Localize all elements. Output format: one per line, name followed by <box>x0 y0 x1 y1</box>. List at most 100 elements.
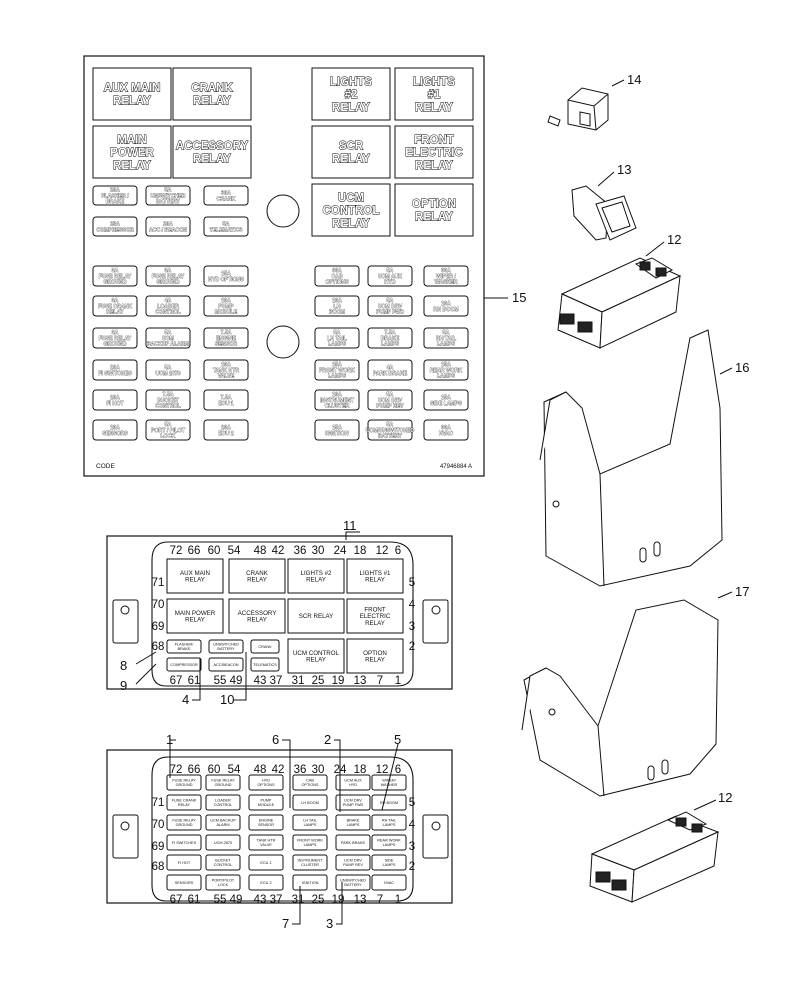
relay-slot-label-text: UCM CONTROL <box>293 650 340 657</box>
decal-fuse-label-text: IGNITION <box>325 431 348 437</box>
pin-number: 43 <box>254 675 267 687</box>
decal-fuse-label-text: 5A <box>223 221 230 227</box>
pin-number: 12 <box>376 545 389 557</box>
pin-number: 12 <box>376 764 389 776</box>
decal-fuse-label-text: SENSORS <box>102 431 128 437</box>
relay-slot-label-text: LIGHTS #1 <box>360 570 392 577</box>
fuse-slot-label-text: INSTRUMENT <box>298 859 324 863</box>
fuse-slot-label: COMPRESSOR <box>166 657 202 672</box>
callout-12-bottom: 12 <box>718 790 732 805</box>
fuse-slot-label-text: GROUND <box>176 783 193 787</box>
pin-number: 18 <box>354 764 367 776</box>
decal-fuse-label-text: WASHER <box>435 280 458 286</box>
decal-fuse-label-text: UCM AUX <box>378 274 403 280</box>
fuse-slot-label: FI SWITCHES <box>166 834 202 851</box>
pin-number: 36 <box>294 764 307 776</box>
fuse-slot-label-text: SIDE <box>385 859 394 863</box>
decal-fuse-label-text: WIPER / <box>436 274 456 280</box>
pin-number: 30 <box>312 545 325 557</box>
decal-relay-label-text: UCM <box>338 192 364 204</box>
fuse-slot-label: ACC/BEACON <box>208 657 244 672</box>
fuse-slot-label-text: LAMPS <box>347 823 360 827</box>
decal-fuse-label-text: PUMP REV <box>376 404 404 410</box>
fuse-slot-label-text: CONTROL <box>214 803 233 807</box>
fuse-slot-label-text: UCM 2870 <box>214 841 232 845</box>
fuse-slot-label-text: LAMPS <box>304 843 317 847</box>
decal-relay-label-text: RELAY <box>332 154 370 166</box>
fuse-slot-label-text: PORT/PILOT <box>212 879 235 883</box>
decal-relay-label-text: AUX MAIN <box>104 83 161 95</box>
decal-fuse-label-text: 3A <box>112 298 119 304</box>
decal-fuse-label-text: VALVE <box>218 374 235 380</box>
pin-number: 13 <box>354 675 367 687</box>
pin-number: 49 <box>230 894 243 906</box>
relay-slot-label-text: RELAY <box>365 577 385 584</box>
decal-fuse-label-text: 5A <box>334 330 341 336</box>
decal-relay-label-text: ELECTRIC <box>405 147 463 159</box>
pin-number: 4 <box>409 819 416 831</box>
fuse-slot-label-text: PUMP FWD <box>343 803 364 807</box>
fuse-slot-label-text: LAMPS <box>304 823 317 827</box>
pin-number: 72 <box>170 545 183 557</box>
decal-fuse-label-text: HYD <box>385 280 396 286</box>
relay-slot-label-text: RELAY <box>306 577 326 584</box>
decal-fuse-label-text: LAMPS <box>328 374 347 380</box>
decal-fuse-label-text: 10A <box>332 298 342 304</box>
decal-fuse-label-text: 5A <box>165 188 172 194</box>
pin-number: 42 <box>272 545 285 557</box>
pin-number: 36 <box>294 545 307 557</box>
decal-relay-label-text: RELAY <box>415 102 453 114</box>
decal-part-code: 47946884 A <box>440 464 472 470</box>
decal-fuse-label-text: FI SWITCHES <box>98 371 132 377</box>
pin-number: 30 <box>312 764 325 776</box>
decal-fuse-label-text: 10A <box>332 392 342 398</box>
decal-relay-label-text: RELAY <box>332 218 370 230</box>
fuse-slot-label-text: FUSE CRANK <box>172 799 197 803</box>
pin-number: 60 <box>208 545 221 557</box>
callout-leader-lines <box>135 79 733 925</box>
pin-number: 69 <box>152 621 165 633</box>
pin-number: 13 <box>354 894 367 906</box>
fuse-slot-label-text: FI HOT <box>178 861 191 865</box>
decal-fuse-label-text: BACKUP ALARM <box>147 342 189 348</box>
decal-fuse-label-text: 20A <box>163 221 173 227</box>
decal-relay-label-text: RELAY <box>415 160 453 172</box>
decal-fuse-label-text: 5A <box>443 330 450 336</box>
decal-fuse-label-text: BRAKE <box>106 199 125 205</box>
decal-fuse-label-text: HVAC <box>439 431 454 437</box>
pin-number: 55 <box>214 675 227 687</box>
callout-16: 16 <box>735 360 749 375</box>
fuse-slot-label-text: CAB <box>306 779 314 783</box>
decal-fuse-label-text: LOADER <box>157 304 179 310</box>
decal-fuse-label-text: ECU 2 <box>218 431 233 437</box>
decal-fuse-label-text: LH <box>334 304 341 310</box>
pin-number: 43 <box>254 894 267 906</box>
fuse-slot-label-text: BATTERY <box>344 883 362 887</box>
fuse-slot-label-text: LAMPS <box>383 863 396 867</box>
relay-part-drawing <box>547 87 609 131</box>
mounting-bracket-drawing-lower <box>521 599 719 797</box>
fuse-slot-label-text: ALARM <box>216 823 229 827</box>
fuse-slot-label-text: OPTIONS <box>301 783 319 787</box>
fuse-slot-label-text: BRAKE <box>178 647 191 651</box>
decal-fuse-label-text: 5A <box>165 422 172 428</box>
